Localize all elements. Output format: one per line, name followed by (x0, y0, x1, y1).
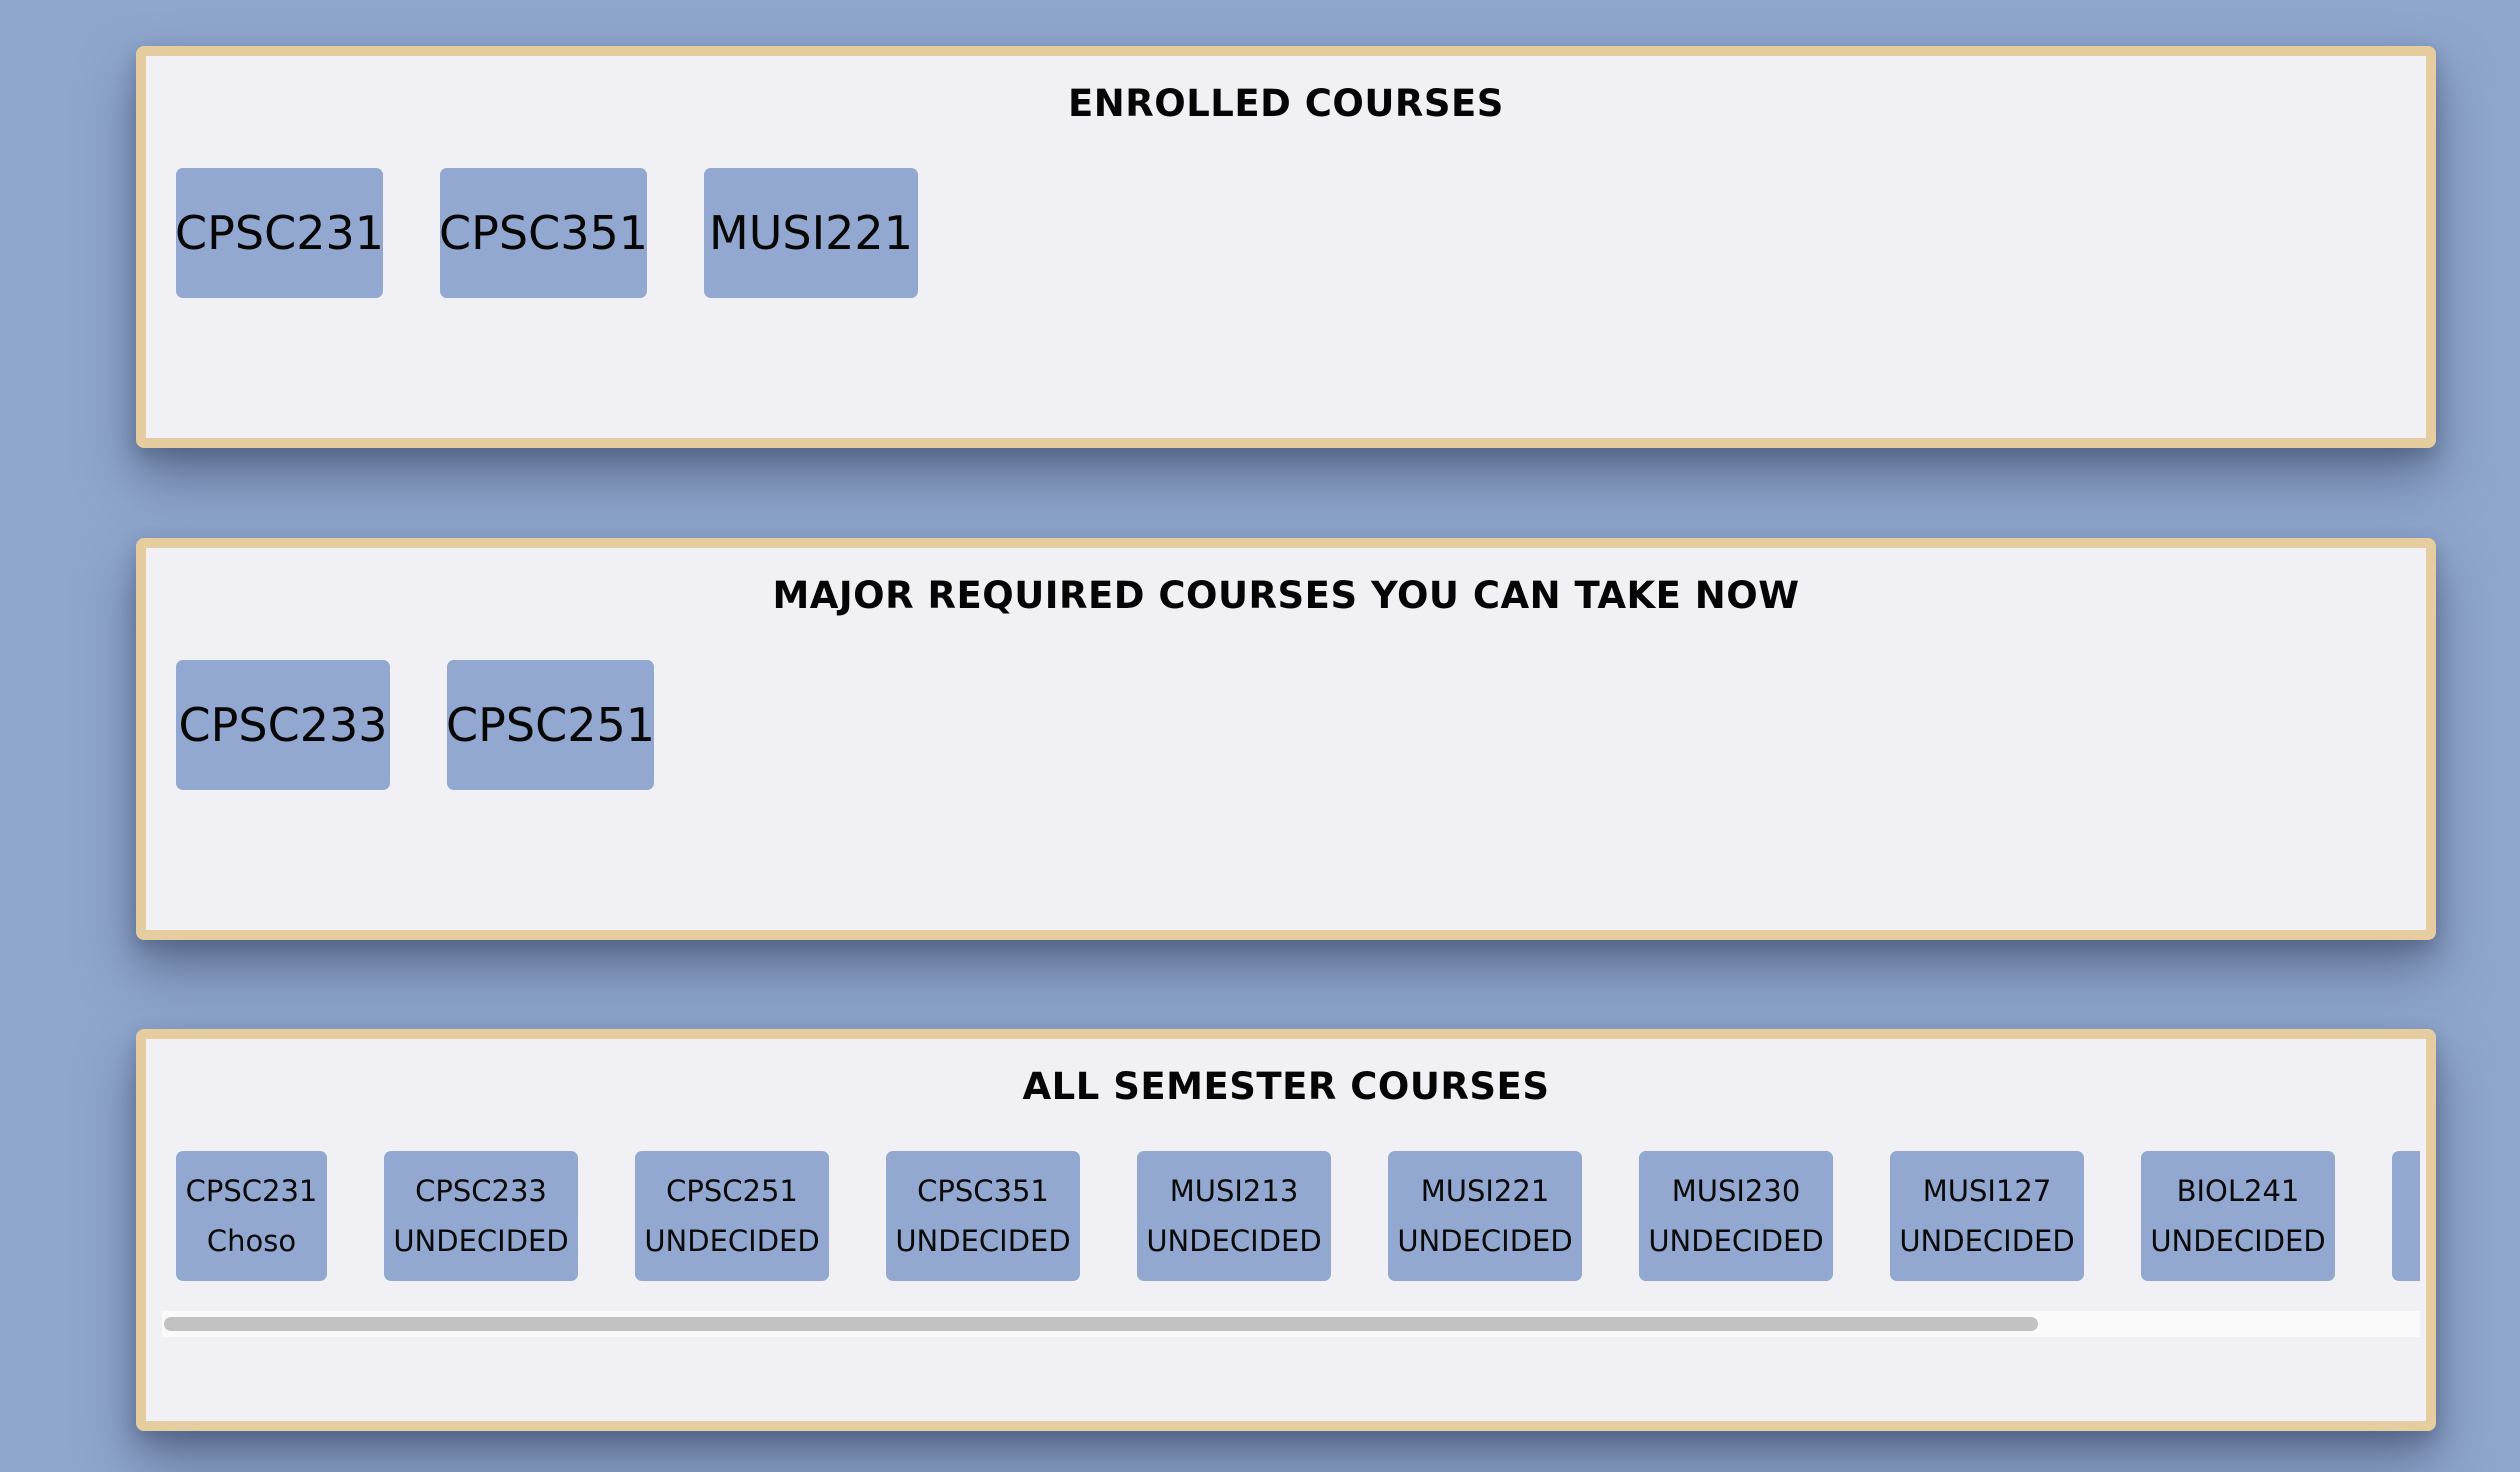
enrolled-course-chip[interactable]: CPSC351 (439, 168, 648, 298)
course-card[interactable]: MUSI213 UNDECIDED (1137, 1151, 1331, 1281)
enrolled-courses-panel: ENROLLED COURSES CPSC231 CPSC351 MUSI221 (136, 46, 2436, 448)
major-required-courses-panel: MAJOR REQUIRED COURSES YOU CAN TAKE NOW … (136, 538, 2436, 940)
enrolled-courses-list: CPSC231 CPSC351 MUSI221 (175, 168, 918, 298)
course-card[interactable]: CPSC233 UNDECIDED (384, 1151, 578, 1281)
course-code: CPSC351 (917, 1174, 1049, 1208)
course-card[interactable]: CPSC231 Choso (176, 1151, 327, 1281)
enrolled-course-chip[interactable]: MUSI221 (704, 168, 918, 298)
course-status: UNDECIDED (1146, 1224, 1322, 1258)
course-card[interactable]: MUSI127 UNDECIDED (1890, 1151, 2084, 1281)
horizontal-scrollbar-thumb[interactable] (164, 1317, 2038, 1331)
all-courses-scroll-area[interactable]: CPSC231 Choso CPSC233 UNDECIDED CPSC251 … (162, 1151, 2420, 1321)
course-code: MUSI230 (1671, 1174, 1801, 1208)
major-required-courses-list: CPSC233 CPSC251 (176, 660, 655, 790)
course-status: UNDECIDED (1397, 1224, 1573, 1258)
all-semester-courses-panel: ALL SEMESTER COURSES CPSC231 Choso CPSC2… (136, 1029, 2436, 1431)
course-status: UNDECIDED (895, 1224, 1071, 1258)
major-required-courses-title: MAJOR REQUIRED COURSES YOU CAN TAKE NOW (772, 574, 1800, 617)
course-card[interactable]: MUSI230 UNDECIDED (1639, 1151, 1833, 1281)
course-status: Choso (206, 1224, 297, 1258)
course-status: UNDECIDED (2150, 1224, 2326, 1258)
course-code: BIOL241 (2176, 1174, 2300, 1208)
course-code: CPSC233 (415, 1174, 547, 1208)
course-status: UNDECIDED (393, 1224, 569, 1258)
course-status: UNDECIDED (1648, 1224, 1824, 1258)
course-card-partial[interactable] (2392, 1151, 2420, 1281)
enrolled-course-chip[interactable]: CPSC231 (175, 168, 384, 298)
course-card[interactable]: CPSC351 UNDECIDED (886, 1151, 1080, 1281)
course-status: UNDECIDED (1899, 1224, 2075, 1258)
course-code: MUSI213 (1169, 1174, 1299, 1208)
enrolled-courses-title: ENROLLED COURSES (1068, 82, 1504, 125)
course-code: MUSI221 (1420, 1174, 1550, 1208)
course-card[interactable]: CPSC251 UNDECIDED (635, 1151, 829, 1281)
horizontal-scrollbar-track[interactable] (162, 1311, 2420, 1337)
all-semester-courses-title: ALL SEMESTER COURSES (1022, 1065, 1550, 1108)
course-code: CPSC251 (666, 1174, 798, 1208)
major-course-chip[interactable]: CPSC251 (446, 660, 655, 790)
course-card[interactable]: MUSI221 UNDECIDED (1388, 1151, 1582, 1281)
course-code: CPSC231 (185, 1174, 318, 1208)
course-status: UNDECIDED (644, 1224, 820, 1258)
major-course-chip[interactable]: CPSC233 (176, 660, 390, 790)
all-courses-list: CPSC231 Choso CPSC233 UNDECIDED CPSC251 … (176, 1151, 2420, 1281)
course-code: MUSI127 (1922, 1174, 2052, 1208)
course-card[interactable]: BIOL241 UNDECIDED (2141, 1151, 2335, 1281)
